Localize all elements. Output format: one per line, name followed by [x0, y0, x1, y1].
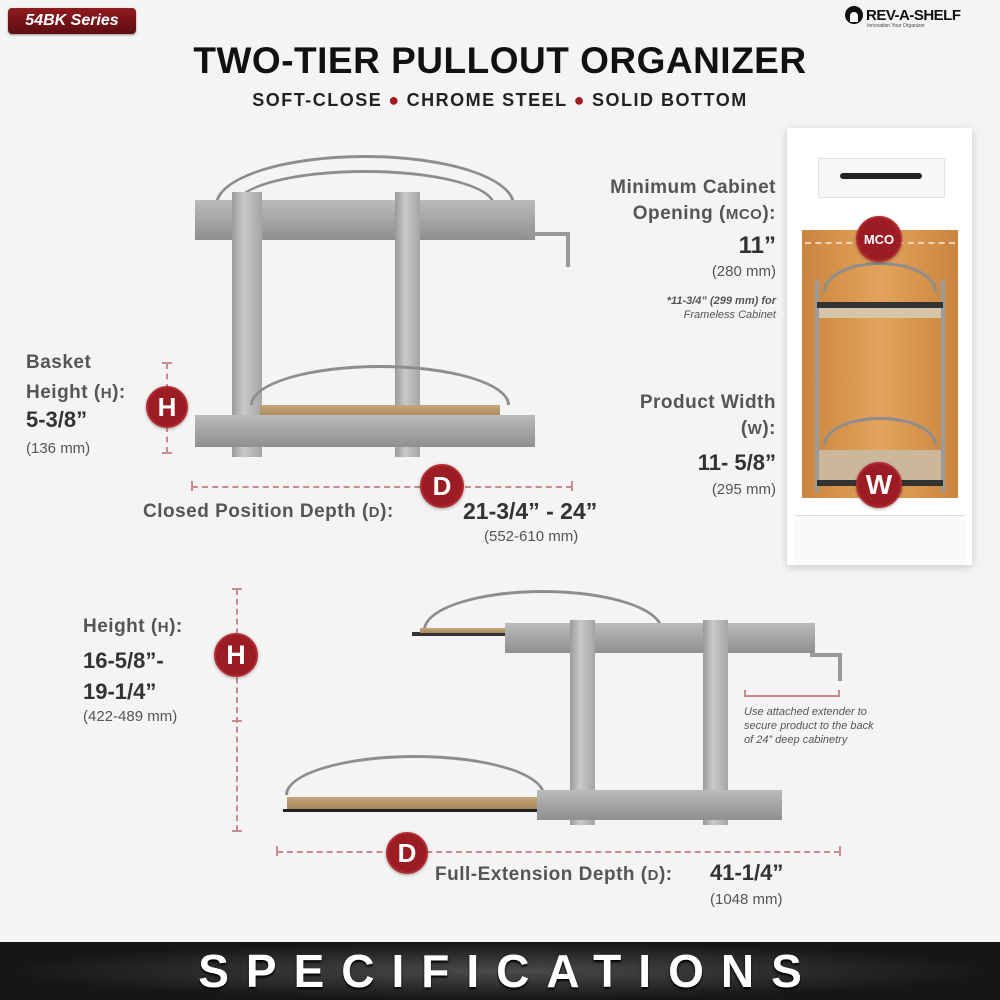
label-text: Closed Position Depth ( — [143, 501, 369, 522]
code-text: H — [157, 619, 170, 636]
label-text: Minimum Cabinet — [610, 177, 776, 198]
depth-marker-icon: D — [420, 464, 464, 508]
mco-frameless-note: *11-3/4” (299 mm) for Frameless Cabinet — [560, 294, 776, 322]
brand-tagline: Innovation Your Organizer — [867, 23, 925, 29]
note-text: Use attached extender to — [744, 706, 867, 718]
label-text: Height ( — [83, 616, 158, 637]
feature-item: SOFT-CLOSE — [252, 90, 383, 110]
depth-marker-icon: D — [386, 832, 428, 874]
mco-marker-icon: MCO — [856, 216, 902, 262]
label-text: Opening ( — [632, 203, 726, 224]
mco-value: 11” — [738, 232, 776, 259]
feature-list: SOFT-CLOSE●CHROME STEEL●SOLID BOTTOM — [0, 90, 1000, 111]
label-text: ): — [112, 382, 126, 403]
dimension-tick — [191, 481, 193, 491]
code-text: D — [368, 504, 381, 521]
note-text: of 24” deep cabinetry — [744, 734, 848, 746]
label-text: ): — [380, 501, 394, 522]
height-marker-icon: H — [214, 633, 258, 677]
label-text: ): — [762, 418, 776, 439]
note-text: Frameless Cabinet — [683, 309, 776, 321]
closed-depth-label: Closed Position Depth (D): — [143, 501, 394, 523]
cabinet-organizer — [815, 262, 945, 494]
specifications-banner: SPECIFICATIONS — [0, 942, 1000, 1000]
code-text: W — [747, 421, 763, 438]
dimension-tick — [232, 830, 242, 832]
label-text: Height ( — [26, 382, 101, 403]
cabinet-toe-kick — [795, 515, 965, 565]
extender-bracket — [744, 690, 840, 697]
feature-item: CHROME STEEL — [406, 90, 568, 110]
extender-note: Use attached extender to secure product … — [744, 705, 874, 747]
product-width-metric: (295 mm) — [711, 481, 776, 498]
brand-name: REV-A-SHELF — [866, 6, 961, 24]
drawer-handle — [840, 173, 922, 179]
product-closed-drawing — [195, 150, 575, 460]
code-text: D — [647, 867, 659, 884]
dimension-tick — [232, 720, 242, 722]
width-marker-icon: W — [856, 462, 902, 508]
note-text: *11-3/4” (299 mm) for — [666, 295, 776, 307]
extension-depth-label: Full-Extension Depth (D): — [435, 864, 673, 886]
height-label: Height (H): — [83, 616, 183, 638]
extension-depth-metric: (1048 mm) — [710, 891, 783, 908]
label-text: ): — [762, 203, 776, 224]
label-text: Full-Extension Depth ( — [435, 864, 648, 885]
label-text: Product Width — [639, 392, 776, 413]
height-value: 16-5/8”- 19-1/4” — [83, 645, 164, 707]
brand-logo-icon — [845, 6, 863, 24]
banner-text: SPECIFICATIONS — [198, 945, 819, 997]
dimension-line — [277, 851, 840, 853]
height-marker-icon: H — [146, 386, 188, 428]
basket-height-label: Basket Height (H): — [26, 348, 126, 409]
mco-metric: (280 mm) — [711, 263, 776, 280]
closed-depth-metric: (552-610 mm) — [484, 528, 579, 545]
label-text: ): — [658, 864, 673, 885]
series-badge: 54BK Series — [8, 8, 136, 34]
closed-depth-value: 21-3/4” - 24” — [463, 498, 598, 524]
dimension-tick — [276, 846, 278, 856]
height-metric: (422-489 mm) — [83, 708, 178, 725]
bullet-icon: ● — [388, 90, 401, 110]
code-text: MCO — [725, 206, 763, 223]
dimension-line — [192, 486, 572, 488]
feature-item: SOLID BOTTOM — [592, 90, 748, 110]
note-text: secure product to the back — [744, 720, 874, 732]
dimension-line — [236, 589, 238, 831]
dimension-tick — [839, 846, 841, 856]
brand-logo: REV-A-SHELF Innovation Your Organizer — [845, 6, 990, 36]
mco-label: Minimum Cabinet Opening (MCO): — [560, 175, 776, 228]
bullet-icon: ● — [573, 90, 587, 110]
label-text: Basket — [26, 352, 92, 373]
basket-height-metric: (136 mm) — [26, 440, 91, 457]
basket-height-value: 5-3/8” — [26, 407, 88, 432]
label-text: ): — [169, 616, 183, 637]
extension-depth-value: 41-1/4” — [710, 860, 784, 885]
page-title: TWO-TIER PULLOUT ORGANIZER — [193, 40, 807, 81]
value-text: 19-1/4” — [83, 679, 157, 704]
label-text: ( — [740, 418, 748, 439]
product-width-value: 11- 5/8” — [697, 450, 776, 475]
value-text: 16-5/8”- — [83, 648, 164, 673]
product-width-label: Product Width (W): — [560, 390, 776, 443]
code-text: H — [100, 385, 113, 402]
dimension-tick — [162, 452, 172, 454]
dimension-tick — [571, 481, 573, 491]
product-extended-drawing — [275, 585, 845, 830]
